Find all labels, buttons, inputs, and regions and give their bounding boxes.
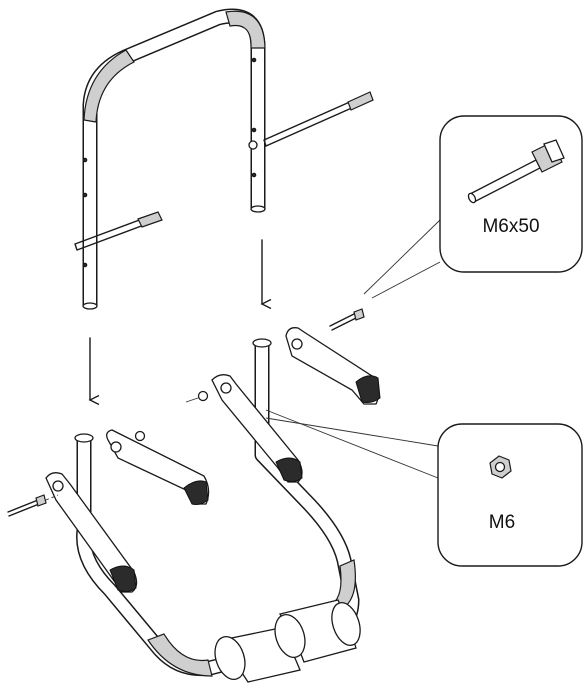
hex-nut-icon — [489, 455, 512, 479]
bolt-callout-label: M6x50 — [482, 216, 539, 237]
bolt-callout: M6x50 — [363, 115, 583, 299]
lower-frame — [74, 338, 361, 683]
left-rod — [74, 211, 163, 251]
right-rod — [248, 91, 374, 150]
upper-frame — [82, 8, 266, 310]
nut-callout: M6 — [265, 409, 583, 567]
left-bracket-assembly — [7, 429, 210, 593]
nut-callout-label: M6 — [489, 512, 515, 533]
bolt-icon — [467, 139, 565, 204]
right-bracket-assembly — [185, 308, 381, 483]
